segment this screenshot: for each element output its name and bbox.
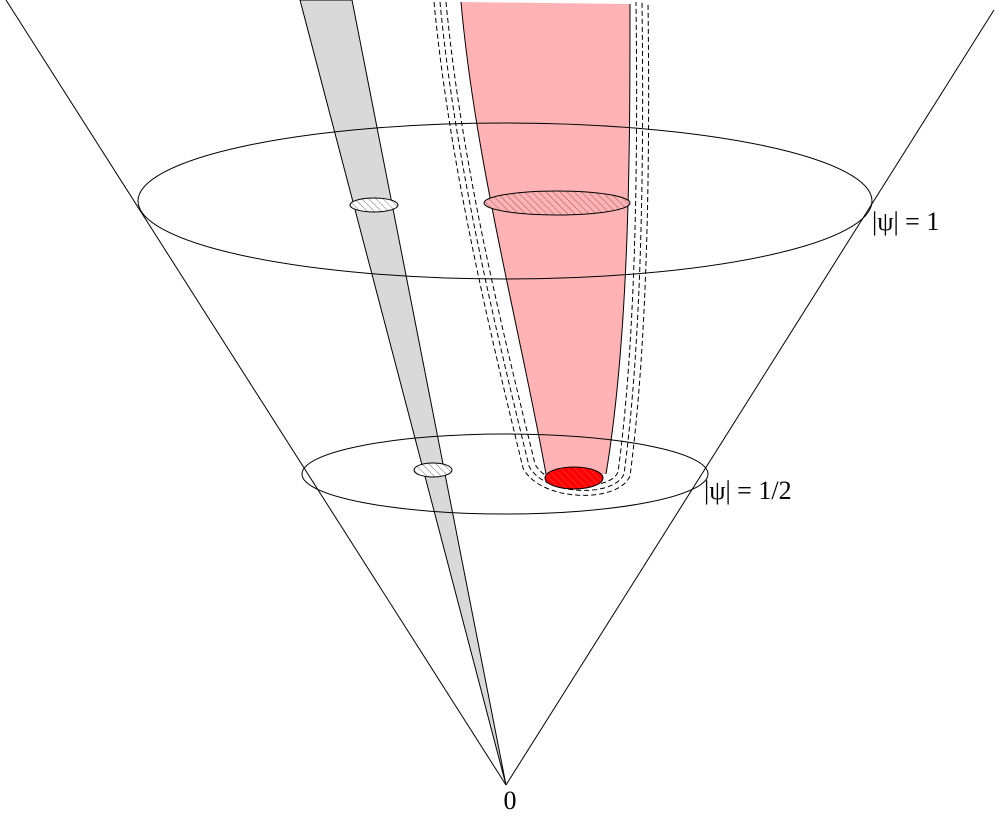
red-cap bbox=[544, 466, 604, 490]
level-ellipse-lower bbox=[301, 433, 709, 515]
gray-tube bbox=[299, 0, 507, 786]
label-level-upper: |ψ| = 1 bbox=[872, 207, 939, 236]
level-ellipse-upper bbox=[137, 122, 873, 280]
gray-tube-cross-section-lower bbox=[413, 462, 453, 478]
cone-left-side bbox=[5, 0, 507, 786]
pink-tube bbox=[461, 2, 630, 474]
gray-tube-cross-section-upper bbox=[349, 197, 399, 213]
cone-right-side bbox=[505, 9, 995, 786]
label-apex: 0 bbox=[504, 786, 517, 815]
label-level-lower: |ψ| = 1/2 bbox=[704, 476, 792, 505]
pink-tube-left-edge bbox=[460, 1, 547, 475]
dashed-neighbourhood-outer bbox=[433, 1, 650, 496]
pink-tube-cross-section bbox=[483, 190, 631, 216]
pink-tube-right-edge bbox=[605, 3, 631, 475]
dashed-neighbourhood-middle bbox=[439, 1, 644, 491]
